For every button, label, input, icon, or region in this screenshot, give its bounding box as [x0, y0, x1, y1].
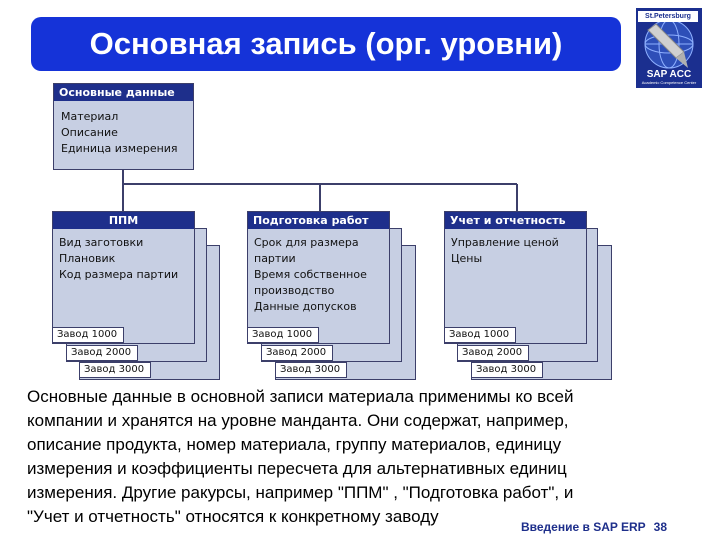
mrp-view-list: Вид заготовки Плановик Код размера парти…: [59, 235, 192, 283]
work-scheduling-plant-3000-label: Завод 3000: [275, 362, 347, 378]
footer-label: Введение в SAP ERP: [521, 520, 646, 534]
work-scheduling-plant-1000-label: Завод 1000: [247, 327, 319, 343]
slide-footer: Введение в SAP ERP 38: [521, 520, 667, 534]
description-line: измерения и коэффициенты пересчета для а…: [27, 459, 567, 478]
work-scheduling-view-list: Срок для размера партии Время собственно…: [254, 235, 387, 315]
general-data-header: Основные данные: [54, 84, 193, 101]
accounting-plant-1000-label: Завод 1000: [444, 327, 516, 343]
page-number: 38: [653, 520, 668, 534]
mrp-plant-1000-label: Завод 1000: [52, 327, 124, 343]
mrp-view-item: Плановик: [59, 252, 116, 265]
logo-word: SAP ACC: [646, 69, 692, 80]
description-paragraph: Основные данные в основной записи матери…: [27, 385, 697, 529]
work-scheduling-view-card: Подготовка работ Срок для размера партии…: [247, 211, 390, 344]
title-banner: Основная запись (орг. уровни): [31, 17, 621, 71]
accounting-plant-3000-label: Завод 3000: [471, 362, 543, 378]
description-line: измерения. Другие ракурсы, например "ППМ…: [27, 483, 574, 502]
accounting-view-item: Управление ценой: [451, 236, 559, 249]
work-scheduling-view-item: Время собственное: [254, 268, 367, 281]
work-scheduling-view-item: Срок для размера: [254, 236, 359, 249]
general-data-box: Основные данные Материал Описание Единиц…: [53, 83, 194, 170]
mrp-view-item: Код размера партии: [59, 268, 179, 281]
work-scheduling-view-item: производство: [254, 284, 335, 297]
accounting-plant-2000-label: Завод 2000: [457, 345, 529, 361]
work-scheduling-view-header: Подготовка работ: [248, 212, 389, 229]
accounting-view-card: Учет и отчетность Управление ценой Цены: [444, 211, 587, 344]
logo-subtitle: Academic Competence Center: [641, 80, 697, 85]
description-line: описание продукта, номер материала, груп…: [27, 435, 562, 454]
general-data-list: Материал Описание Единица измерения: [61, 109, 191, 157]
mrp-view-card: ППМ Вид заготовки Плановик Код размера п…: [52, 211, 195, 344]
sap-acc-logo: St.Petersburg SAP ACC Academic Competenc…: [636, 8, 702, 88]
mrp-plant-2000-label: Завод 2000: [66, 345, 138, 361]
globe-icon: [644, 19, 694, 69]
accounting-view-list: Управление ценой Цены: [451, 235, 584, 267]
page-title: Основная запись (орг. уровни): [89, 26, 563, 61]
description-line: Основные данные в основной записи матери…: [27, 387, 574, 406]
description-line: "Учет и отчетность" относятся к конкретн…: [27, 507, 439, 526]
general-data-item: Единица измерения: [61, 142, 178, 155]
mrp-view-header: ППМ: [53, 212, 194, 229]
work-scheduling-plant-2000-label: Завод 2000: [261, 345, 333, 361]
logo-city: St.Petersburg: [638, 11, 698, 22]
work-scheduling-view-item: Данные допусков: [254, 300, 357, 313]
description-line: компании и хранятся на уровне манданта. …: [27, 411, 569, 430]
accounting-view-item: Цены: [451, 252, 483, 265]
general-data-item: Материал: [61, 110, 119, 123]
accounting-view-header: Учет и отчетность: [445, 212, 586, 229]
mrp-view-item: Вид заготовки: [59, 236, 144, 249]
general-data-item: Описание: [61, 126, 118, 139]
mrp-plant-3000-label: Завод 3000: [79, 362, 151, 378]
work-scheduling-view-item: партии: [254, 252, 296, 265]
